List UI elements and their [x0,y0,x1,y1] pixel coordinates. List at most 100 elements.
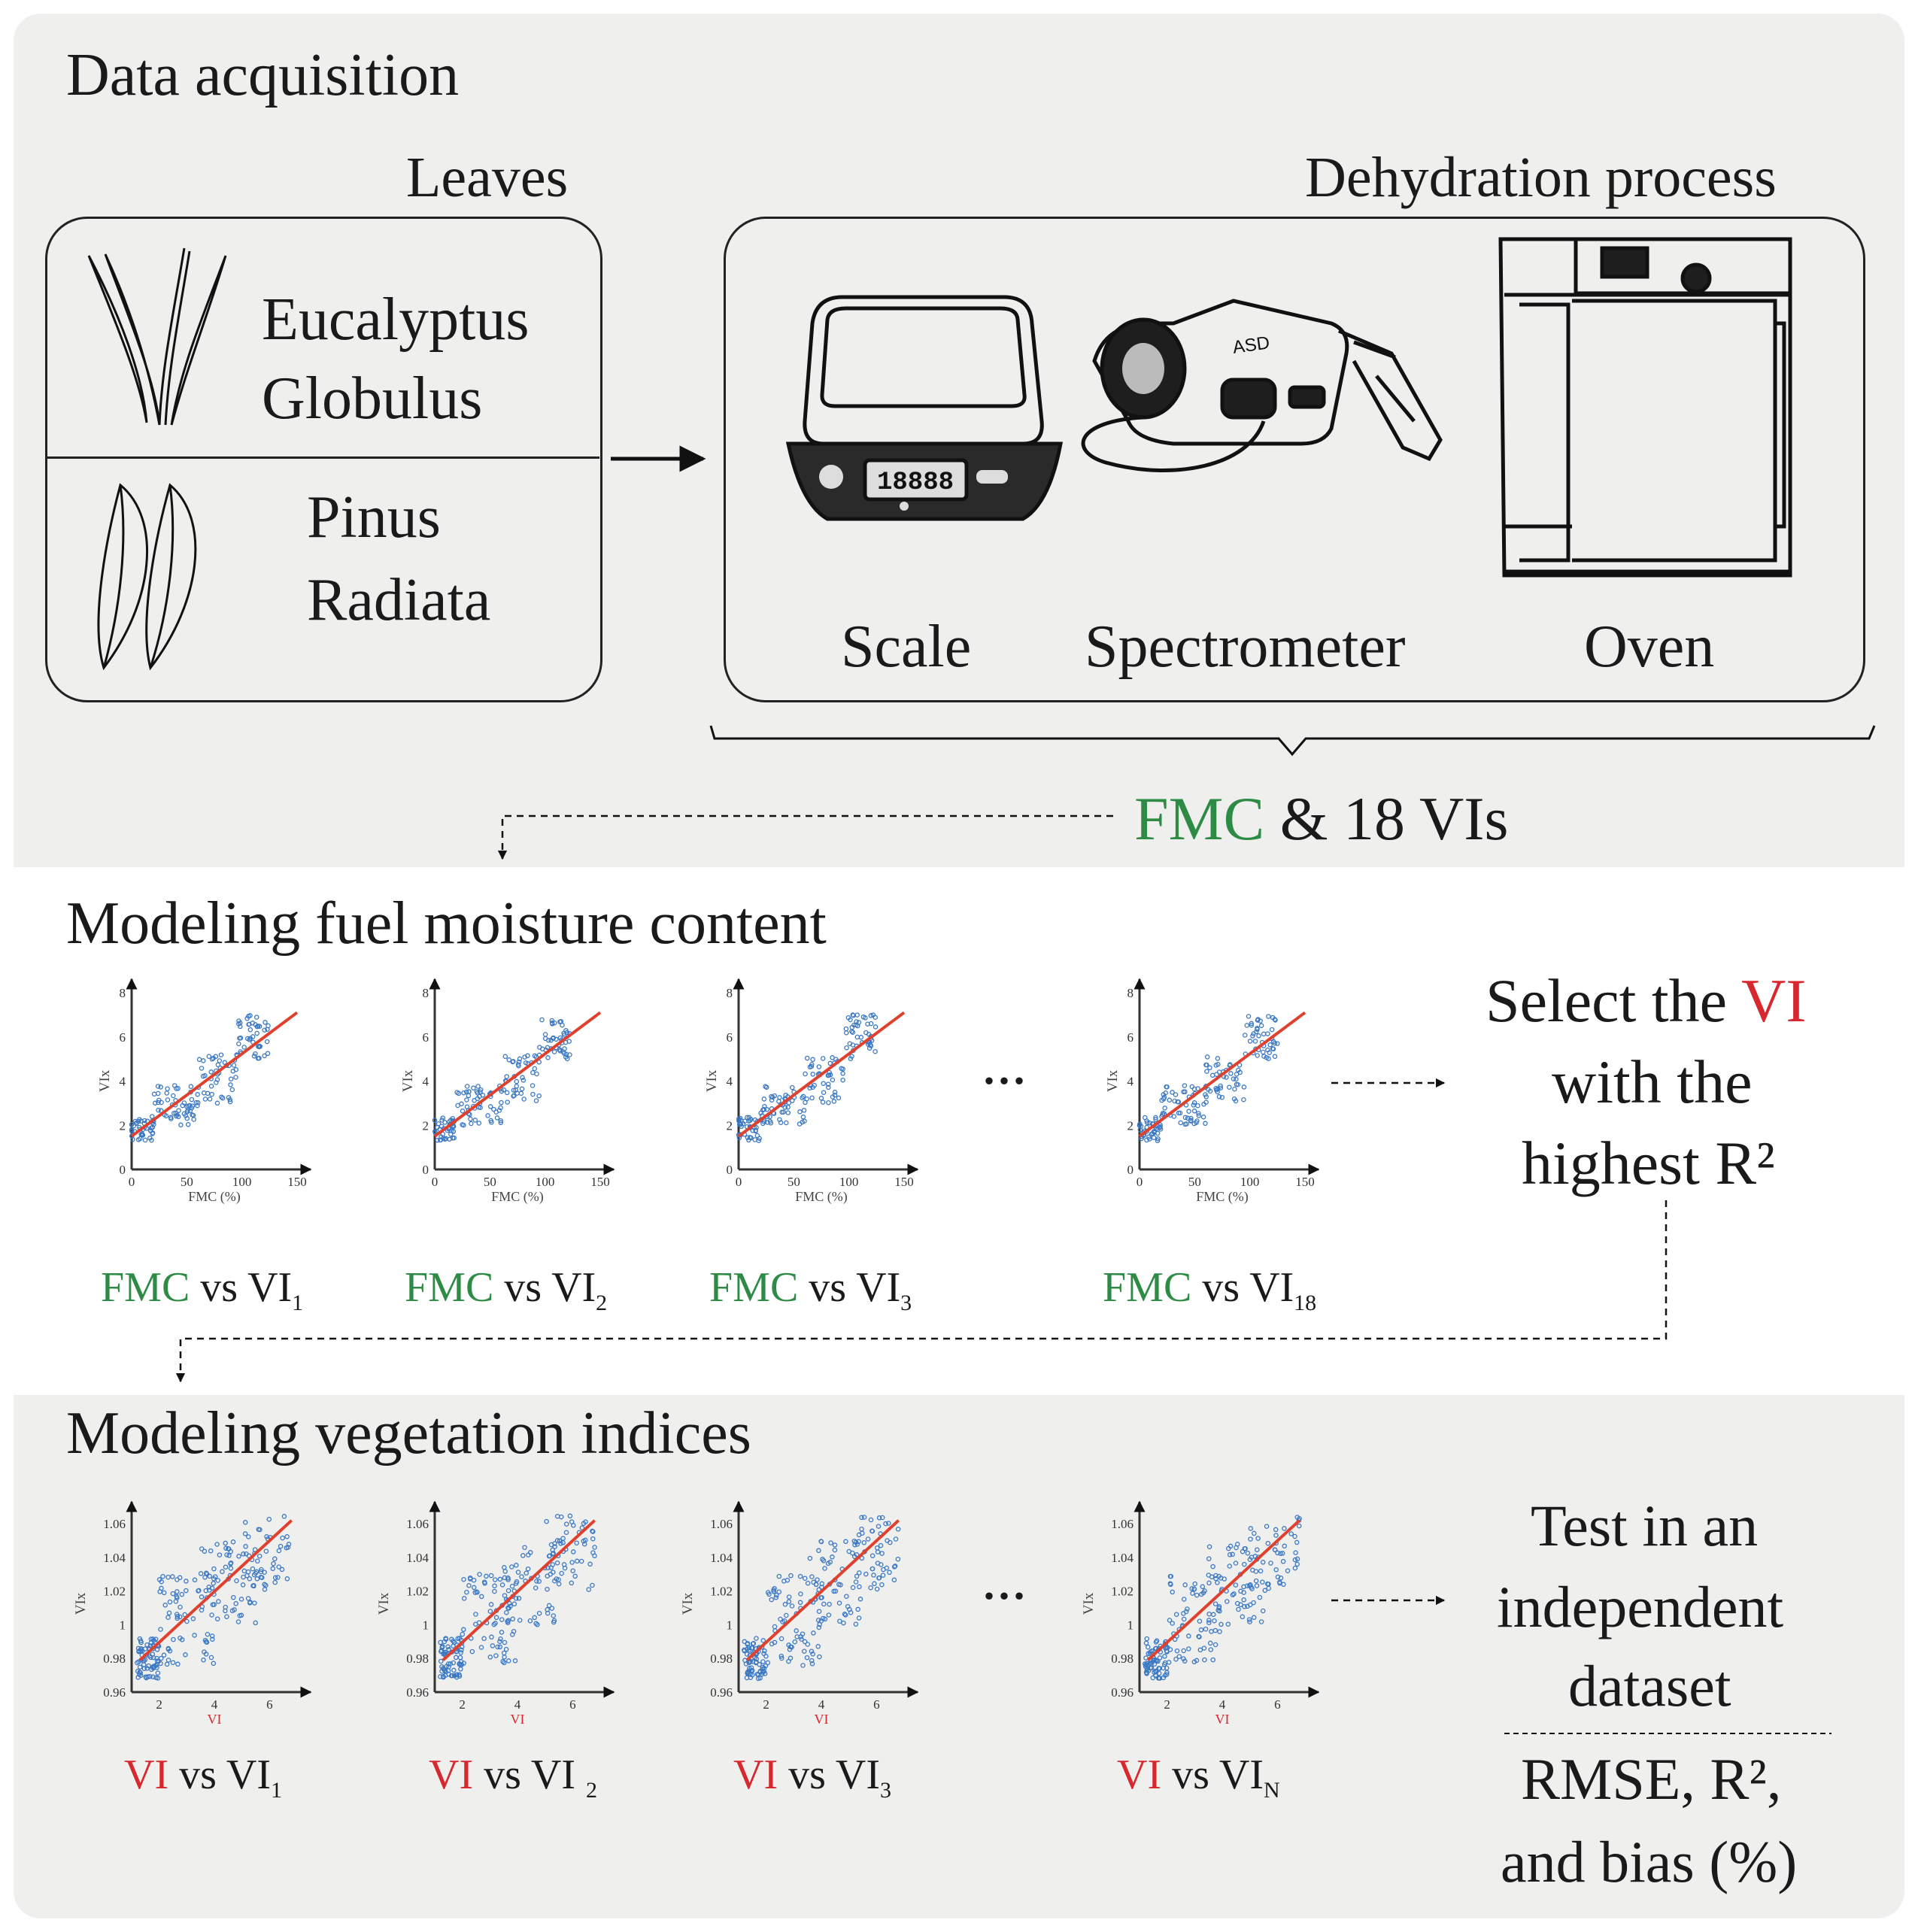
modeling-vi-panel [14,1395,1904,1918]
data-point [1159,1097,1164,1103]
data-point [822,1616,828,1622]
fmc-caption-1: FMC vs VI1 [101,1264,304,1316]
x-tick-label: 6 [873,1697,880,1712]
data-point [179,1591,185,1597]
data-point [1191,1086,1197,1092]
data-point [1272,1040,1278,1046]
data-point [1275,1574,1281,1580]
x-tick-label: 150 [590,1175,610,1189]
data-point [1233,1582,1239,1588]
data-point [184,1579,189,1584]
data-point [854,1012,860,1018]
data-point [815,1618,821,1623]
data-point [208,1084,214,1089]
data-point [214,1100,220,1106]
data-point [1200,1584,1206,1590]
y-tick-label: 4 [1127,1075,1134,1089]
data-point [1170,1090,1175,1095]
data-point [472,1098,477,1103]
data-point [1201,1645,1207,1651]
data-point [163,1113,169,1119]
data-point [869,1528,876,1534]
data-point [1188,1115,1194,1121]
data-point [263,1548,269,1554]
data-point [196,1057,202,1063]
data-point [284,1576,290,1582]
data-point [518,1090,524,1096]
data-point [502,1054,508,1060]
data-point [1194,1658,1200,1664]
data-point [181,1100,187,1106]
data-point [869,1566,876,1572]
data-point [461,1661,466,1666]
data-point [587,1561,593,1567]
data-point [1251,1600,1256,1606]
data-point [514,1563,519,1568]
y-tick-label: 8 [727,986,733,1000]
data-point [158,1655,164,1661]
data-point [199,1607,205,1613]
y-tick-label: 1.02 [1111,1585,1134,1599]
data-point [461,1090,466,1096]
data-point [235,1619,241,1624]
data-point [165,1658,171,1663]
data-point [1182,1089,1188,1095]
data-point [460,1109,466,1114]
data-point [1232,1086,1237,1092]
data-point [592,1545,597,1550]
data-point [1251,1031,1256,1036]
data-point [551,1570,556,1575]
data-point [231,1594,236,1600]
data-point [815,1577,820,1582]
data-point [1145,1644,1151,1650]
data-point [148,1654,153,1661]
data-point [459,1101,464,1107]
data-point [554,1576,560,1582]
data-point [847,1041,853,1046]
data-point [790,1084,795,1090]
data-point [517,1056,523,1062]
data-point [202,1096,208,1102]
data-point [783,1092,788,1098]
data-point [1157,1655,1163,1661]
data-point [815,1644,821,1649]
data-point [1207,1065,1212,1071]
data-point [564,1056,570,1062]
y-tick-label: 8 [1127,986,1134,1000]
data-point [1248,1536,1253,1542]
vi-caption-2: VI vs VI 2 [429,1752,597,1803]
data-point [1181,1597,1187,1602]
data-point [505,1576,511,1581]
data-point [464,1097,469,1102]
data-point [800,1095,805,1101]
data-point [551,1613,557,1618]
data-point [466,1583,472,1588]
data-point [183,1113,189,1118]
data-point [826,1099,831,1106]
y-tick-label: 8 [423,986,429,1000]
data-point [175,1086,181,1091]
y-tick-label: 0.96 [710,1685,733,1700]
data-point [505,1099,510,1105]
data-point [503,1646,509,1652]
x-tick-label: 2 [459,1697,466,1712]
data-point [762,1103,767,1109]
data-point [830,1554,835,1560]
data-point [586,1587,591,1592]
data-point [763,1084,768,1089]
y-tick-label: 4 [423,1075,429,1089]
data-point [1213,1573,1218,1579]
data-point [236,1041,241,1047]
data-point [1260,1579,1265,1585]
data-point [895,1527,901,1532]
data-point [246,1021,251,1027]
data-point [1186,1633,1191,1639]
data-point [455,1636,461,1641]
select-line-2: with the [1552,1048,1753,1116]
data-point [1234,1081,1240,1087]
data-point [784,1577,791,1583]
data-point [129,1129,135,1134]
data-point [802,1639,808,1645]
data-point [1247,1602,1253,1608]
data-point [159,1585,164,1591]
